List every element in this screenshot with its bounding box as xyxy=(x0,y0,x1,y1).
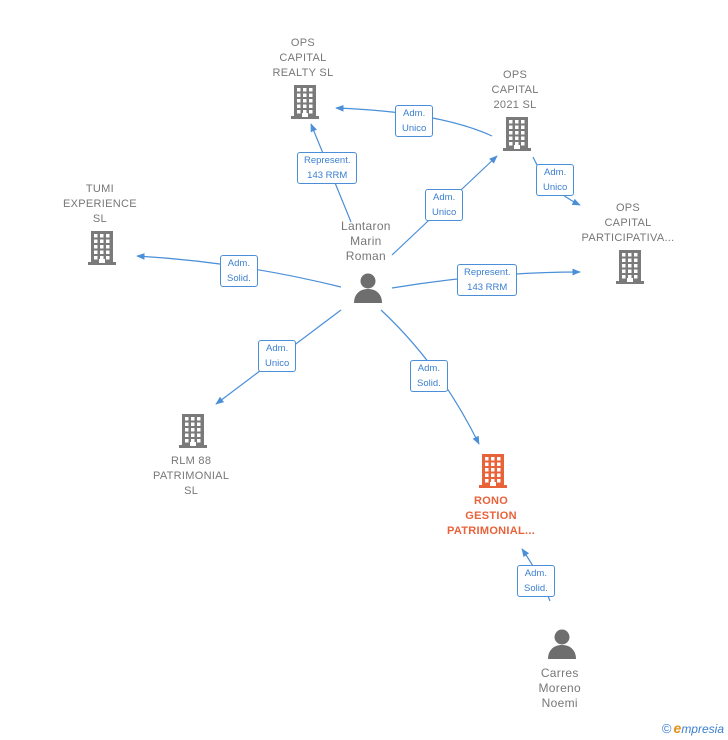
node-label-line: RONO xyxy=(473,495,509,507)
edge-label-line: Solid. xyxy=(417,378,441,389)
edge-label-lantaron-ops2021[interactable]: Adm. Unico xyxy=(425,189,464,221)
node-label[interactable]: OPS CAPITAL PARTICIPATIVA... xyxy=(582,201,675,246)
node-label-line: Lantaron xyxy=(341,219,391,233)
node-label-line: Noemi xyxy=(541,696,578,710)
node-label-line: PARTICIPATIVA... xyxy=(581,232,675,244)
edge-label-line: Adm. xyxy=(227,258,250,269)
edge-label-line: Adm. xyxy=(524,568,547,579)
edge-label-line: Adm. xyxy=(544,167,567,178)
node-label[interactable]: OPS CAPITAL REALTY SL xyxy=(273,36,334,81)
empresia-logo-initial: e xyxy=(673,720,682,736)
node-label[interactable]: RLM 88 PATRIMONIAL SL xyxy=(153,454,229,499)
node-label-line: EXPERIENCE xyxy=(63,198,137,210)
edge-label-line: Unico xyxy=(543,182,568,193)
node-label[interactable]: RONO GESTION PATRIMONIAL... xyxy=(447,494,535,539)
node-label-line: PATRIMONIAL xyxy=(153,470,230,482)
edge-label-lantaron-rono[interactable]: Adm. Solid. xyxy=(410,360,448,392)
edge-label-line: Represent. xyxy=(304,155,351,166)
edge-label-lantaron-realty[interactable]: Represent. 143 RRM xyxy=(297,152,358,184)
building-icon[interactable] xyxy=(479,454,507,493)
edge-label-lantaron-tumi[interactable]: Adm. Solid. xyxy=(220,255,258,287)
node-label-line: 2021 SL xyxy=(493,99,537,111)
person-icon[interactable] xyxy=(353,273,383,308)
edge-label-line: Solid. xyxy=(227,273,251,284)
building-icon[interactable] xyxy=(179,414,207,453)
node-label-line: PATRIMONIAL... xyxy=(447,525,536,537)
brand-footer: ©empresia xyxy=(662,720,724,736)
node-label[interactable]: OPS CAPITAL 2021 SL xyxy=(492,68,539,113)
edge-label-line: Unico xyxy=(265,358,290,369)
building-icon[interactable] xyxy=(503,117,531,156)
node-label-line: Carres xyxy=(540,666,579,680)
edge-label-line: Solid. xyxy=(524,583,548,594)
node-label-line: CAPITAL xyxy=(279,52,327,64)
node-label-line: GESTION xyxy=(465,510,517,522)
node-label-line: SL xyxy=(92,213,107,225)
node-label-line: OPS xyxy=(290,37,316,49)
building-icon[interactable] xyxy=(616,250,644,289)
node-label-line: Marin xyxy=(350,234,382,248)
edge-label-line: Adm. xyxy=(433,192,456,203)
building-icon[interactable] xyxy=(291,85,319,124)
empresia-logo-text: mpresia xyxy=(681,722,724,736)
building-icon[interactable] xyxy=(88,231,116,270)
node-label-line: RLM 88 xyxy=(170,455,212,467)
edge-label-line: Represent. xyxy=(464,267,511,278)
node-label-line: Moreno xyxy=(538,681,581,695)
copyright-icon: © xyxy=(661,721,672,736)
edge-label-ops2021-realty[interactable]: Adm. Unico xyxy=(395,105,434,137)
edge-label-ops2021-part[interactable]: Adm. Unico xyxy=(536,164,575,196)
node-label-line: CAPITAL xyxy=(491,84,539,96)
edge-label-lantaron-rlm[interactable]: Adm. Unico xyxy=(258,340,297,372)
node-label-line: Roman xyxy=(345,249,386,263)
node-label[interactable]: TUMI EXPERIENCE SL xyxy=(63,182,137,227)
node-label-line: OPS xyxy=(615,202,641,214)
edge-label-line: Unico xyxy=(432,207,457,218)
node-label-line: OPS xyxy=(503,69,528,81)
person-icon[interactable] xyxy=(547,629,577,664)
node-label-line: REALTY SL xyxy=(272,67,334,79)
edge-label-line: 143 RRM xyxy=(307,170,348,181)
edge-label-line: Adm. xyxy=(403,108,426,119)
edge-label-line: Unico xyxy=(402,123,427,134)
node-label-line: SL xyxy=(184,485,199,497)
edge-label-line: 143 RRM xyxy=(467,282,508,293)
edge-label-line: Adm. xyxy=(417,363,440,374)
edge-label-carres-rono[interactable]: Adm. Solid. xyxy=(517,565,555,597)
edge-label-lantaron-part[interactable]: Represent. 143 RRM xyxy=(457,264,518,296)
node-label-line: TUMI xyxy=(85,183,114,195)
edge-label-line: Adm. xyxy=(266,343,289,354)
node-label-line: CAPITAL xyxy=(604,217,652,229)
